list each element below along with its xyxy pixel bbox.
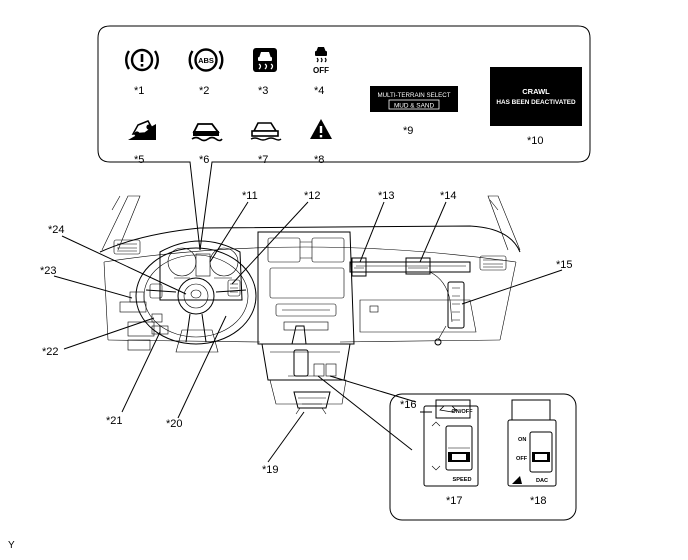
brake-warning-icon bbox=[125, 48, 159, 72]
dac-on-label: ON bbox=[518, 437, 526, 443]
callout-7: *7 bbox=[258, 154, 268, 166]
callout-5: *5 bbox=[134, 154, 144, 166]
callout-11: *11 bbox=[242, 190, 258, 202]
corner-mark: Y bbox=[8, 540, 15, 551]
slip-indicator-icon bbox=[253, 48, 277, 72]
master-warning-icon bbox=[310, 119, 332, 139]
abs-icon: ABS bbox=[188, 48, 224, 72]
callout-2: *2 bbox=[199, 85, 209, 97]
mts-title: MULTI-TERRAIN SELECT bbox=[377, 92, 450, 99]
crawl-line1: CRAWL bbox=[522, 87, 550, 96]
callout-10: *10 bbox=[527, 135, 544, 147]
callout-23: *23 bbox=[40, 265, 57, 277]
callout-19: *19 bbox=[262, 464, 279, 476]
callout-20: *20 bbox=[166, 418, 183, 430]
callout-12: *12 bbox=[304, 190, 321, 202]
slip-off-icon: OFF bbox=[313, 47, 329, 75]
dac-label: DAC bbox=[536, 478, 548, 484]
speed-label: SPEED bbox=[453, 477, 472, 483]
callout-4: *4 bbox=[314, 85, 324, 97]
switch-inset-panel: ON/OFF SPEED ON OFF DAC bbox=[389, 393, 577, 521]
callout-21: *21 bbox=[106, 415, 123, 427]
callout-3: *3 bbox=[258, 85, 268, 97]
onoff-label: ON/OFF bbox=[451, 409, 473, 415]
abs-icon-text: ABS bbox=[198, 56, 214, 65]
callout-18: *18 bbox=[530, 495, 547, 507]
callout-16: *16 bbox=[400, 399, 417, 411]
callout-13: *13 bbox=[378, 190, 395, 202]
multi-terrain-display: MULTI-TERRAIN SELECT MUD & SAND bbox=[370, 86, 458, 112]
callout-17: *17 bbox=[446, 495, 463, 507]
vehicle-terrain-icon bbox=[250, 122, 282, 141]
incline-icon bbox=[128, 120, 156, 140]
dac-off-label: OFF bbox=[516, 456, 528, 462]
mts-mode: MUD & SAND bbox=[394, 103, 435, 110]
callout-1: *1 bbox=[134, 85, 144, 97]
indicator-callout-panel bbox=[97, 25, 591, 251]
leader-lines bbox=[53, 201, 563, 463]
callout-14: *14 bbox=[440, 190, 457, 202]
callout-15: *15 bbox=[556, 259, 573, 271]
callout-24: *24 bbox=[48, 224, 65, 236]
callout-6: *6 bbox=[199, 154, 209, 166]
crawl-display: CRAWL HAS BEEN DEACTIVATED bbox=[490, 67, 582, 126]
slip-off-text: OFF bbox=[313, 66, 329, 75]
callout-22: *22 bbox=[42, 346, 59, 358]
callout-8: *8 bbox=[314, 154, 324, 166]
crawl-line2: HAS BEEN DEACTIVATED bbox=[496, 99, 576, 106]
rock-terrain-icon bbox=[191, 123, 223, 142]
callout-9: *9 bbox=[403, 125, 413, 137]
dashboard-drawing bbox=[99, 195, 521, 415]
